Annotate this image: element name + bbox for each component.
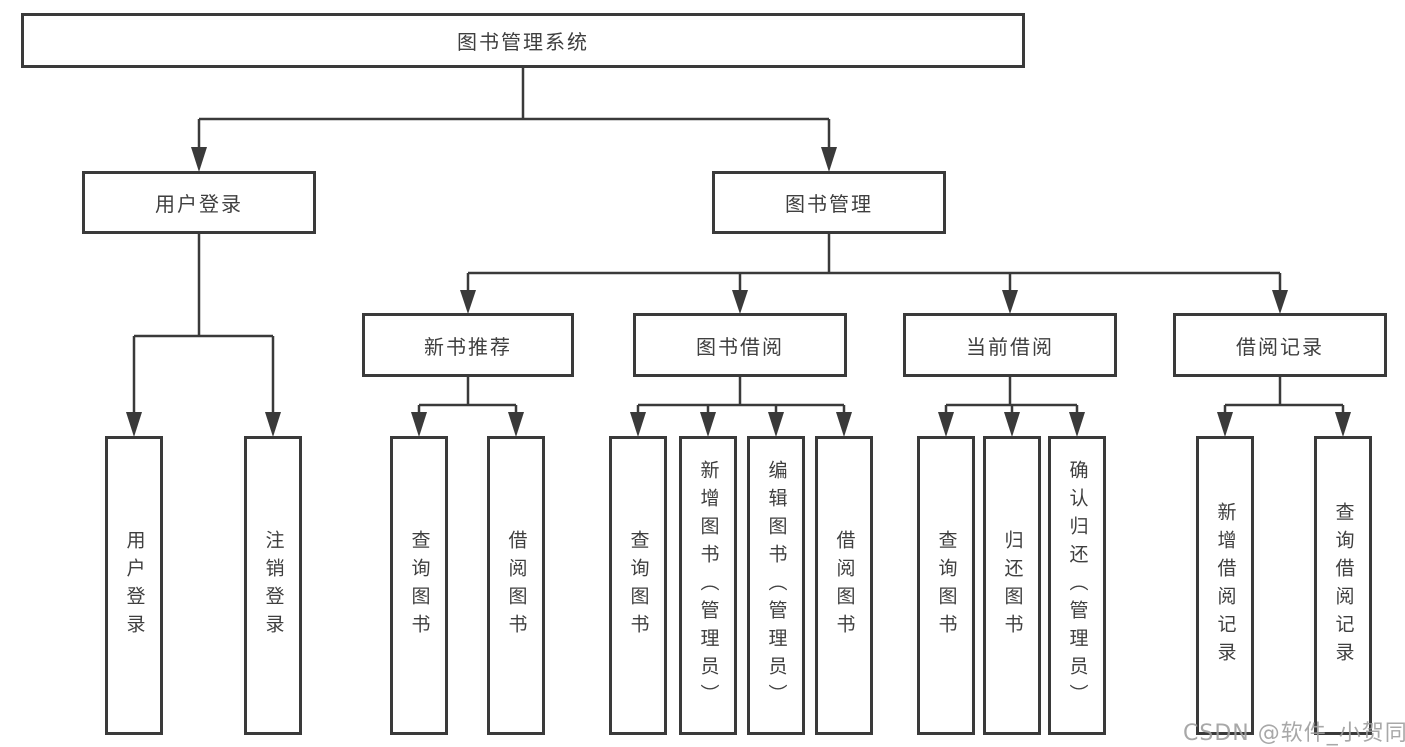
- node-user-login: 用户登录: [82, 171, 316, 234]
- leaf-confirm-return-admin: 确认归还（管理员）: [1048, 436, 1106, 735]
- arrowheads-level2: [191, 147, 837, 172]
- node-new-book-recommend-label: 新书推荐: [424, 334, 512, 359]
- leaf-borrow-books: 借阅图书: [815, 436, 873, 735]
- leaf-query-books-current-label: 查询图书: [935, 529, 958, 642]
- connector-user-login: [132, 234, 275, 414]
- node-book-management-label: 图书管理: [785, 192, 873, 216]
- leaf-query-books-recommend: 查询图书: [390, 436, 448, 735]
- arrowheads-leaves: [411, 412, 1351, 437]
- node-current-borrow: 当前借阅: [903, 313, 1117, 377]
- leaf-query-books-recommend-label: 查询图书: [408, 529, 431, 642]
- leaf-return-book: 归还图书: [983, 436, 1041, 735]
- leaf-query-books-borrow-label: 查询图书: [627, 529, 650, 642]
- leaf-edit-book-admin: 编辑图书（管理员）: [747, 436, 805, 735]
- leaf-edit-book-admin-label: 编辑图书（管理员）: [765, 459, 788, 712]
- connector-new-book: [417, 377, 518, 414]
- leaf-query-borrow-record: 查询借阅记录: [1314, 436, 1372, 735]
- leaf-user-login: 用户登录: [105, 436, 163, 735]
- connector-root: [197, 68, 831, 150]
- connector-borrow-records: [1223, 377, 1345, 414]
- leaf-logout-label: 注销登录: [262, 529, 285, 642]
- arrowheads-user-login: [126, 412, 281, 437]
- node-root: 图书管理系统: [21, 13, 1025, 68]
- node-root-label: 图书管理系统: [457, 30, 589, 54]
- node-book-borrow-label: 图书借阅: [696, 334, 784, 359]
- leaf-query-books-current: 查询图书: [917, 436, 975, 735]
- node-book-borrow: 图书借阅: [633, 313, 847, 377]
- leaf-add-book-admin: 新增图书（管理员）: [679, 436, 737, 735]
- node-book-management: 图书管理: [712, 171, 946, 234]
- node-new-book-recommend: 新书推荐: [362, 313, 574, 377]
- leaf-user-login-label: 用户登录: [123, 529, 146, 642]
- arrowheads-level3: [460, 290, 1288, 314]
- node-user-login-label: 用户登录: [155, 192, 243, 216]
- leaf-query-borrow-record-label: 查询借阅记录: [1332, 501, 1355, 670]
- node-current-borrow-label: 当前借阅: [966, 334, 1054, 359]
- connector-book-management: [466, 234, 1282, 292]
- leaf-return-book-label: 归还图书: [1001, 529, 1024, 642]
- node-borrow-records: 借阅记录: [1173, 313, 1387, 377]
- connector-current-borrow: [944, 377, 1079, 414]
- leaf-add-book-admin-label: 新增图书（管理员）: [697, 459, 720, 712]
- leaf-borrow-books-label: 借阅图书: [833, 529, 856, 642]
- leaf-add-borrow-record: 新增借阅记录: [1196, 436, 1254, 735]
- leaf-confirm-return-admin-label: 确认归还（管理员）: [1066, 459, 1089, 712]
- connector-book-borrow: [636, 377, 846, 414]
- node-borrow-records-label: 借阅记录: [1236, 334, 1324, 359]
- leaf-borrow-books-recommend-label: 借阅图书: [505, 529, 528, 642]
- leaf-logout: 注销登录: [244, 436, 302, 735]
- leaf-query-books-borrow: 查询图书: [609, 436, 667, 735]
- csdn-watermark: CSDN @软件_小贺同学: [1183, 721, 1405, 746]
- leaf-add-borrow-record-label: 新增借阅记录: [1214, 501, 1237, 670]
- leaf-borrow-books-recommend: 借阅图书: [487, 436, 545, 735]
